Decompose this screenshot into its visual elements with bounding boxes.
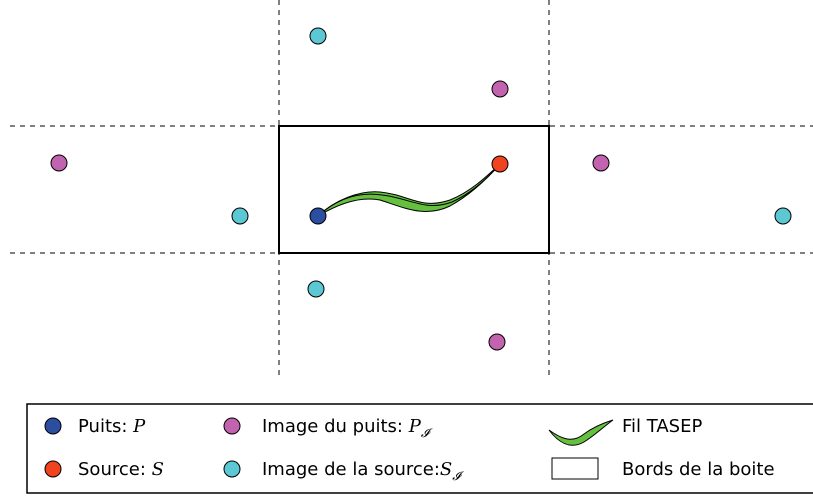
source-image-point bbox=[774, 207, 792, 225]
legend-source-image-subscript: 𝓘 bbox=[452, 469, 464, 483]
legend-sink-image-label: Image du puits: bbox=[262, 416, 409, 437]
legend-sink-image-subscript: 𝓘 bbox=[421, 426, 433, 440]
legend-source-entry: Source: S bbox=[78, 459, 164, 480]
legend-box-swatch bbox=[551, 457, 599, 480]
legend-source-image-entry: Image de la source:S𝓘 bbox=[262, 459, 464, 483]
legend-sink-symbol: P bbox=[132, 416, 146, 437]
sink-image-point bbox=[592, 154, 610, 172]
sink-point bbox=[309, 207, 327, 225]
legend-source-marker bbox=[44, 460, 62, 478]
legend-source-image-label: Image de la source: bbox=[262, 459, 440, 480]
source-image-point bbox=[307, 280, 325, 298]
legend-frame bbox=[26, 403, 813, 494]
sink-image-point bbox=[50, 154, 68, 172]
legend-source-label: Source: bbox=[78, 459, 152, 480]
tasep-fiber-edge bbox=[317, 163, 501, 217]
legend-sink-entry: Puits: P bbox=[78, 416, 146, 437]
legend-source-image-symbol: S bbox=[440, 459, 452, 480]
legend-sink-image-symbol: P bbox=[408, 416, 422, 437]
legend-source-symbol: S bbox=[152, 459, 164, 480]
source-image-point bbox=[231, 207, 249, 225]
legend-source-image-marker bbox=[223, 460, 241, 478]
legend-fiber-label: Fil TASEP bbox=[622, 416, 702, 437]
legend-box-label: Bords de la boite bbox=[622, 459, 775, 480]
legend: Puits: P Image du puits: P𝓘 Fil TASEP So… bbox=[26, 403, 813, 494]
sink-image-point bbox=[488, 333, 506, 351]
legend-sink-image-entry: Image du puits: P𝓘 bbox=[262, 416, 433, 440]
legend-sink-label: Puits: bbox=[78, 416, 133, 437]
periodic-boundaries bbox=[10, 0, 813, 378]
legend-sink-image-marker bbox=[223, 417, 241, 435]
legend-sink-marker bbox=[44, 417, 62, 435]
source-point bbox=[491, 155, 509, 173]
box-edges bbox=[278, 125, 550, 254]
legend-fiber-swatch bbox=[548, 419, 614, 446]
sink-image-point bbox=[491, 80, 509, 98]
source-image-point bbox=[309, 27, 327, 45]
